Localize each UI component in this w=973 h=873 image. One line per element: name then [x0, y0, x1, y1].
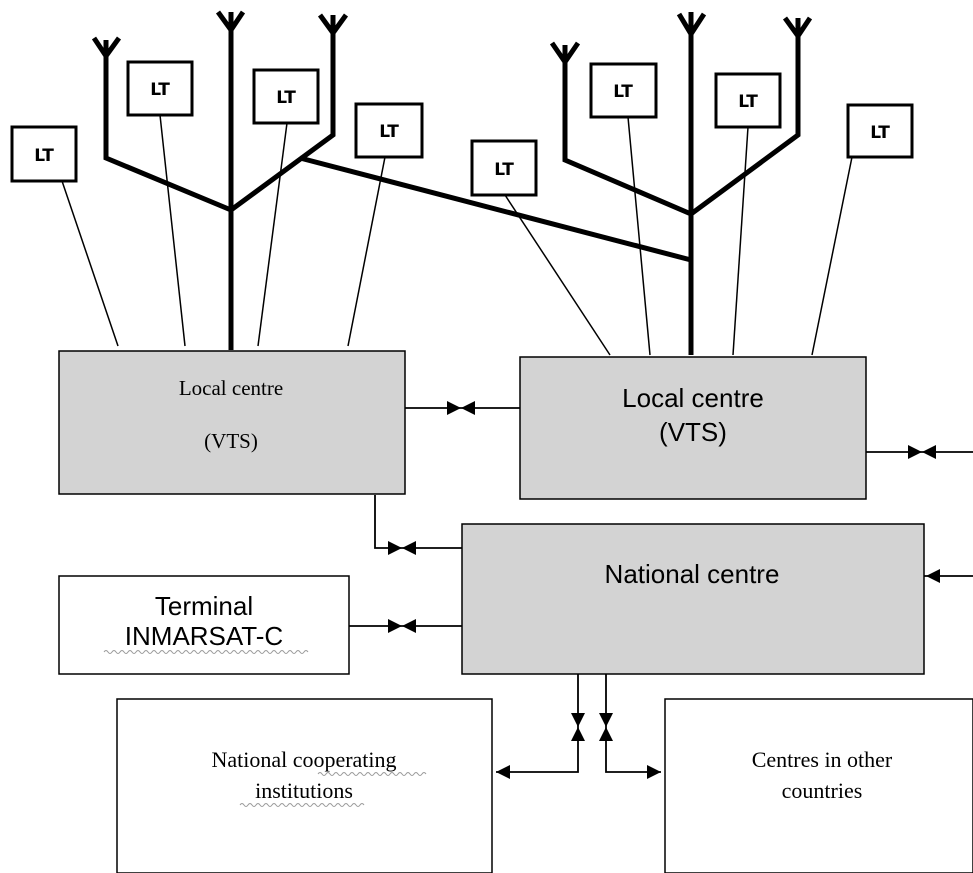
local-centre-1: Local centre (VTS)	[58, 350, 406, 495]
antenna-cross-link	[299, 155, 692, 263]
institutions-line1: National cooperating	[211, 747, 396, 772]
local-centre-2-title: Local centre	[622, 383, 764, 413]
lt-box-3: LT	[252, 68, 320, 125]
arrowhead	[496, 765, 510, 779]
lt-connectors	[61, 114, 853, 356]
antenna-branch-right-2	[689, 18, 801, 217]
antenna-branch-left-1	[103, 40, 232, 213]
lt-box-2: LT	[126, 60, 194, 117]
arrowhead	[926, 569, 940, 583]
arrowhead	[599, 727, 613, 741]
antenna-branch-left-2	[229, 15, 336, 213]
antenna-branch-right-2-yfork	[782, 16, 813, 41]
arrowhead	[571, 713, 585, 727]
lt-label: LT	[276, 88, 296, 108]
spellcheck-underline	[103, 650, 309, 654]
lt-label: LT	[738, 92, 758, 112]
local-centre-1-title: Local centre	[179, 376, 283, 400]
antenna-structures	[91, 10, 813, 355]
lt-box-6: LT	[589, 62, 658, 119]
lt-terminals: LT LT LT LT LT LT LT LT	[10, 60, 914, 197]
arrowhead	[571, 727, 585, 741]
terminal-inmarsat: Terminal INMARSAT-C	[58, 575, 350, 675]
arrowhead	[461, 401, 475, 415]
arrowhead	[647, 765, 661, 779]
terminal-inmarsat-line2: INMARSAT-C	[125, 621, 283, 651]
lt-label: LT	[613, 82, 633, 102]
lt-connector-2	[159, 114, 186, 347]
lt-box-8: LT	[846, 103, 914, 159]
lt-connector-3	[257, 122, 288, 347]
centres-in-other-countries: Centres in other countries	[664, 698, 973, 873]
national-centre: National centre	[461, 523, 925, 675]
antenna-branch-right-1	[562, 45, 692, 217]
arrowhead	[402, 619, 416, 633]
spellcheck-underline	[317, 772, 427, 776]
lt-connector-6	[627, 116, 651, 356]
link-national-institutions	[496, 674, 579, 773]
link-national-other-countries	[605, 674, 661, 773]
lt-label: LT	[379, 122, 399, 142]
lt-connector-5	[504, 194, 611, 356]
lt-connector-4	[347, 156, 386, 347]
lt-box-4: LT	[354, 102, 424, 159]
local-centre-2-subtitle: (VTS)	[659, 417, 727, 447]
arrowhead	[447, 401, 461, 415]
local-centre-1-subtitle: (VTS)	[204, 429, 258, 453]
link-local1-national	[374, 495, 462, 549]
antenna-mast-right-yfork	[676, 12, 707, 39]
antenna-branch-left-2-yfork	[317, 13, 349, 38]
lt-label: LT	[34, 146, 54, 166]
lt-connector-8	[811, 156, 853, 356]
antenna-mast-left-yfork	[215, 10, 246, 35]
lt-label: LT	[150, 80, 170, 100]
lt-label: LT	[870, 123, 890, 143]
spellcheck-underline	[239, 803, 365, 807]
other-countries-line2: countries	[782, 778, 863, 803]
arrowhead	[402, 541, 416, 555]
arrowhead	[388, 619, 402, 633]
antenna-branch-left-1-yfork	[91, 36, 122, 61]
lt-connector-7	[732, 126, 749, 356]
national-cooperating-institutions: National cooperating institutions	[116, 698, 493, 873]
terminal-inmarsat-line1: Terminal	[155, 591, 253, 621]
lt-label: LT	[494, 160, 514, 180]
arrowheads	[388, 401, 940, 779]
lt-box-1: LT	[10, 125, 78, 183]
antenna-branch-right-1-yfork	[549, 41, 581, 67]
arrowhead	[388, 541, 402, 555]
arrowhead	[599, 713, 613, 727]
national-centre-label: National centre	[605, 559, 780, 589]
lt-box-5: LT	[470, 139, 538, 197]
lt-box-7: LT	[714, 72, 782, 129]
institutions-line2: institutions	[255, 778, 353, 803]
other-countries-line1: Centres in other	[752, 747, 893, 772]
local-centre-2: Local centre (VTS)	[519, 356, 867, 500]
arrowhead	[922, 445, 936, 459]
lt-connector-1	[61, 180, 119, 347]
arrowhead	[908, 445, 922, 459]
